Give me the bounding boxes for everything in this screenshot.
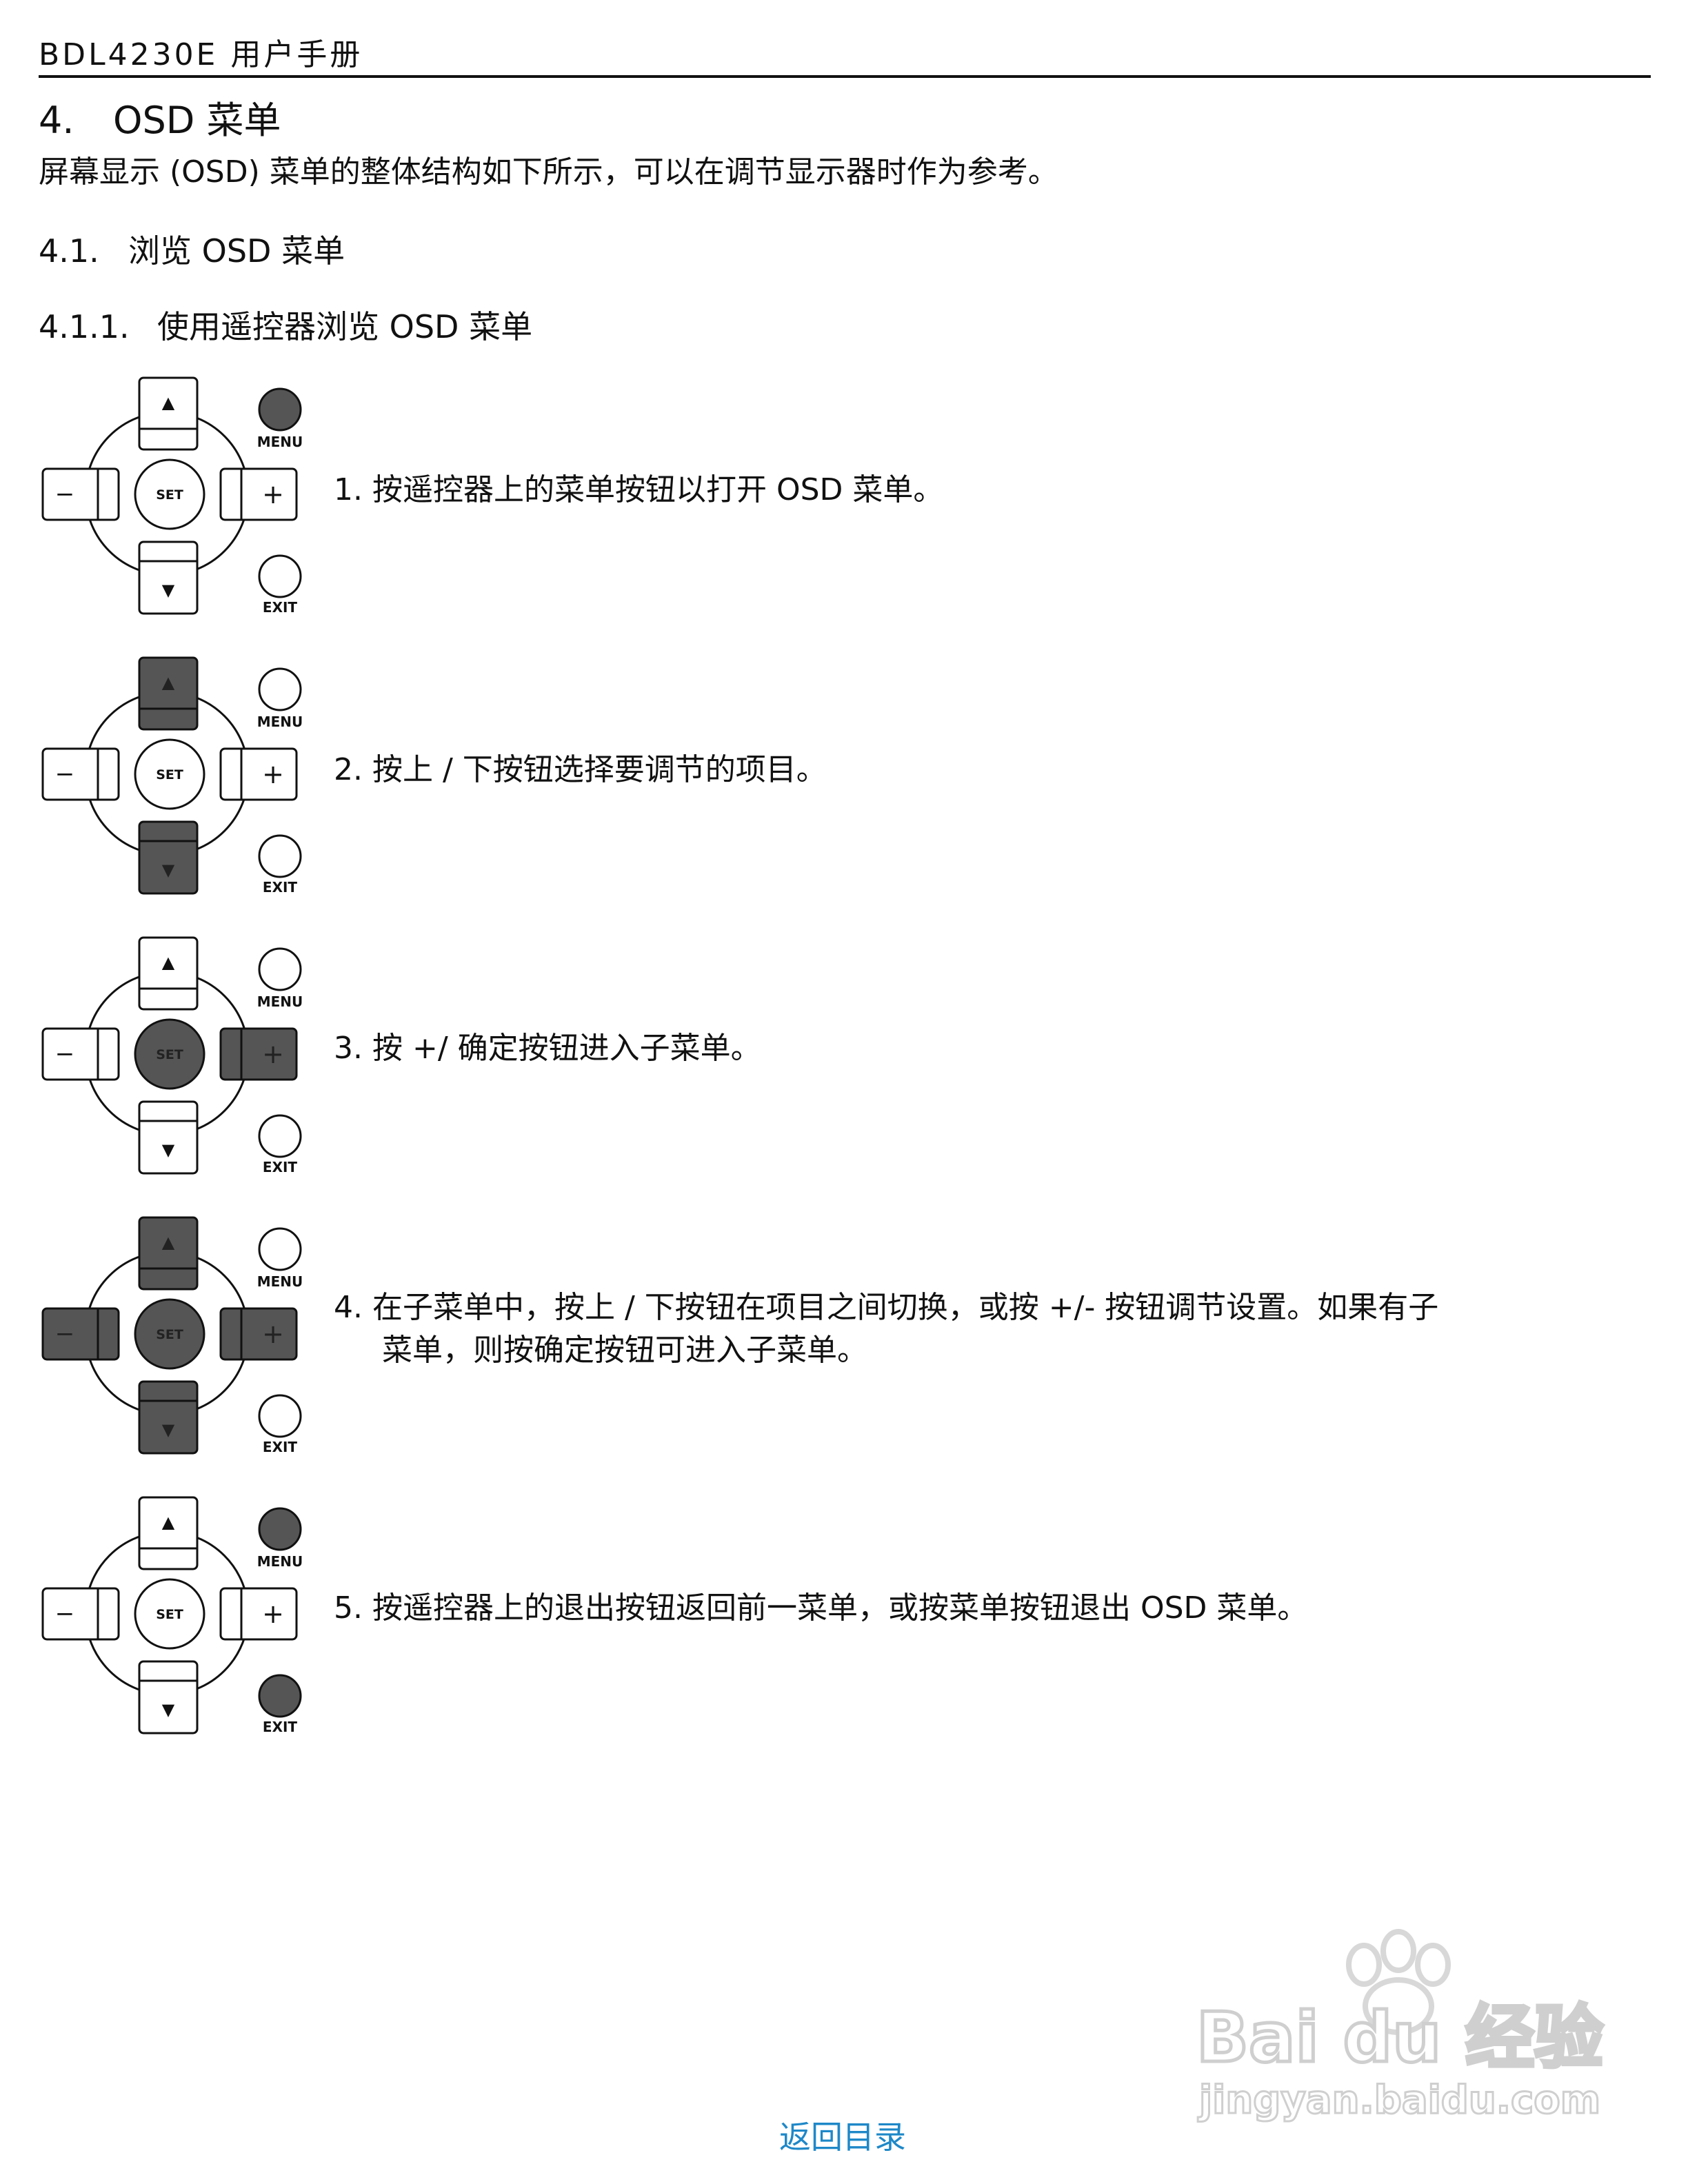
minus-icon: − (55, 1600, 75, 1628)
exit-button[interactable]: EXIT (258, 1114, 302, 1175)
subsubsection-number: 4.1.1. (39, 308, 130, 345)
menu-label: MENU (257, 1553, 303, 1570)
plus-button[interactable]: + (219, 467, 298, 521)
exit-label: EXIT (263, 1719, 298, 1735)
plus-button[interactable]: + (219, 747, 298, 801)
plus-icon: + (262, 759, 284, 789)
down-arrow-icon: ▼ (162, 860, 175, 880)
up-arrow-icon: ▲ (162, 1513, 175, 1532)
menu-button[interactable]: MENU (257, 1507, 303, 1570)
plus-icon: + (262, 1319, 284, 1349)
plus-icon: + (262, 1599, 284, 1629)
set-button[interactable]: SET (134, 738, 205, 810)
menu-label: MENU (257, 714, 303, 730)
menu-label: MENU (257, 434, 303, 450)
minus-button[interactable]: − (41, 747, 120, 801)
set-button[interactable]: SET (134, 1018, 205, 1090)
step-4-line-1: 4. 在子菜单中，按上 / 下按钮在项目之间切换，或按 +/- 按钮调节设置。如… (334, 1290, 1439, 1325)
set-label: SET (156, 1047, 183, 1062)
subsection-number: 4.1. (39, 232, 99, 270)
subsection-heading: 4.1. 浏览 OSD 菜单 (39, 229, 345, 273)
down-arrow-icon: ▼ (162, 1140, 175, 1160)
up-button[interactable]: ▲ (138, 936, 199, 1011)
exit-label: EXIT (263, 599, 298, 616)
menu-label: MENU (257, 993, 303, 1010)
subsection-title: 浏览 OSD 菜单 (128, 232, 345, 270)
exit-button[interactable]: EXIT (258, 1394, 302, 1455)
step-5-text: 5. 按遥控器上的退出按钮返回前一菜单，或按菜单按钮退出 OSD 菜单。 (334, 1590, 1308, 1626)
minus-icon: − (55, 481, 75, 508)
plus-button[interactable]: + (219, 1027, 298, 1081)
up-button[interactable]: ▲ (138, 1216, 199, 1291)
exit-button[interactable]: EXIT (258, 1674, 302, 1735)
baidu-watermark: Bai du 经验 jingyan.baidu.com (1194, 1929, 1605, 2123)
remote-diagram-step-5: ▲ ▼ − + SET MENU EXIT (41, 1496, 303, 1735)
plus-icon: + (262, 1039, 284, 1069)
menu-button[interactable]: MENU (257, 947, 303, 1010)
header-title: BDL4230E 用户手册 (39, 37, 363, 72)
menu-label: MENU (257, 1273, 303, 1290)
down-button[interactable]: ▼ (138, 1660, 199, 1735)
up-button[interactable]: ▲ (138, 1496, 199, 1570)
menu-button[interactable]: MENU (257, 667, 303, 730)
remote-diagram-step-2: ▲ ▼ − + SET MENU EXIT (41, 656, 303, 896)
watermark-url: jingyan.baidu.com (1198, 2078, 1600, 2123)
set-label: SET (156, 767, 183, 782)
minus-button[interactable]: − (41, 1027, 120, 1081)
down-button[interactable]: ▼ (138, 1380, 199, 1455)
subsubsection-title: 使用遥控器浏览 OSD 菜单 (157, 308, 533, 345)
set-label: SET (156, 1607, 183, 1622)
step-2-text: 2. 按上 / 下按钮选择要调节的项目。 (334, 752, 827, 787)
step-4-line-2: 菜单，则按确定按钮可进入子菜单。 (382, 1333, 867, 1368)
step-3-text: 3. 按 +/ 确定按钮进入子菜单。 (334, 1031, 761, 1066)
step-1-text: 1. 按遥控器上的菜单按钮以打开 OSD 菜单。 (334, 472, 944, 507)
minus-icon: − (55, 1040, 75, 1068)
down-arrow-icon: ▼ (162, 1700, 175, 1719)
exit-label: EXIT (263, 1159, 298, 1175)
section-heading: 4. OSD 菜单 (39, 97, 281, 145)
minus-icon: − (55, 760, 75, 788)
exit-button[interactable]: EXIT (258, 554, 302, 616)
exit-label: EXIT (263, 879, 298, 896)
plus-icon: + (262, 479, 284, 509)
down-arrow-icon: ▼ (162, 1420, 175, 1439)
up-arrow-icon: ▲ (162, 1233, 175, 1252)
section-title: OSD 菜单 (113, 99, 281, 142)
plus-button[interactable]: + (219, 1307, 298, 1361)
step-4-text: 4. 在子菜单中，按上 / 下按钮在项目之间切换，或按 +/- 按钮调节设置。如… (334, 1286, 1547, 1372)
menu-button[interactable]: MENU (257, 1227, 303, 1290)
section-number: 4. (39, 99, 74, 142)
up-button[interactable]: ▲ (138, 376, 199, 451)
exit-button[interactable]: EXIT (258, 834, 302, 896)
paw-icon (1346, 1929, 1451, 2035)
menu-button[interactable]: MENU (257, 387, 303, 450)
subsubsection-heading: 4.1.1. 使用遥控器浏览 OSD 菜单 (39, 305, 532, 349)
down-button[interactable]: ▼ (138, 540, 199, 615)
back-to-contents-link[interactable]: 返回目录 (779, 2119, 906, 2156)
set-label: SET (156, 1327, 183, 1342)
up-arrow-icon: ▲ (162, 673, 175, 692)
watermark-brand: Bai du 经验 (1196, 1997, 1603, 2078)
exit-label: EXIT (263, 1439, 298, 1455)
minus-icon: − (55, 1320, 75, 1348)
remote-diagram-step-4: ▲ ▼ − + SET MENU EXIT (41, 1216, 303, 1455)
down-button[interactable]: ▼ (138, 1100, 199, 1175)
remote-diagram-step-1: ▲ ▼ − + SET MENU EXIT (41, 376, 303, 616)
set-button[interactable]: SET (134, 458, 205, 530)
up-arrow-icon: ▲ (162, 953, 175, 972)
set-button[interactable]: SET (134, 1298, 205, 1370)
plus-button[interactable]: + (219, 1587, 298, 1641)
remote-diagram-step-3: ▲ ▼ − + SET MENU EXIT (41, 936, 303, 1175)
intro-paragraph: 屏幕显示 (OSD) 菜单的整体结构如下所示，可以在调节显示器时作为参考。 (39, 154, 1058, 190)
up-arrow-icon: ▲ (162, 393, 175, 412)
set-label: SET (156, 487, 183, 503)
header-rule (39, 75, 1651, 78)
minus-button[interactable]: − (41, 1587, 120, 1641)
up-button[interactable]: ▲ (138, 656, 199, 731)
minus-button[interactable]: − (41, 467, 120, 521)
down-button[interactable]: ▼ (138, 820, 199, 895)
set-button[interactable]: SET (134, 1578, 205, 1650)
down-arrow-icon: ▼ (162, 580, 175, 600)
minus-button[interactable]: − (41, 1307, 120, 1361)
